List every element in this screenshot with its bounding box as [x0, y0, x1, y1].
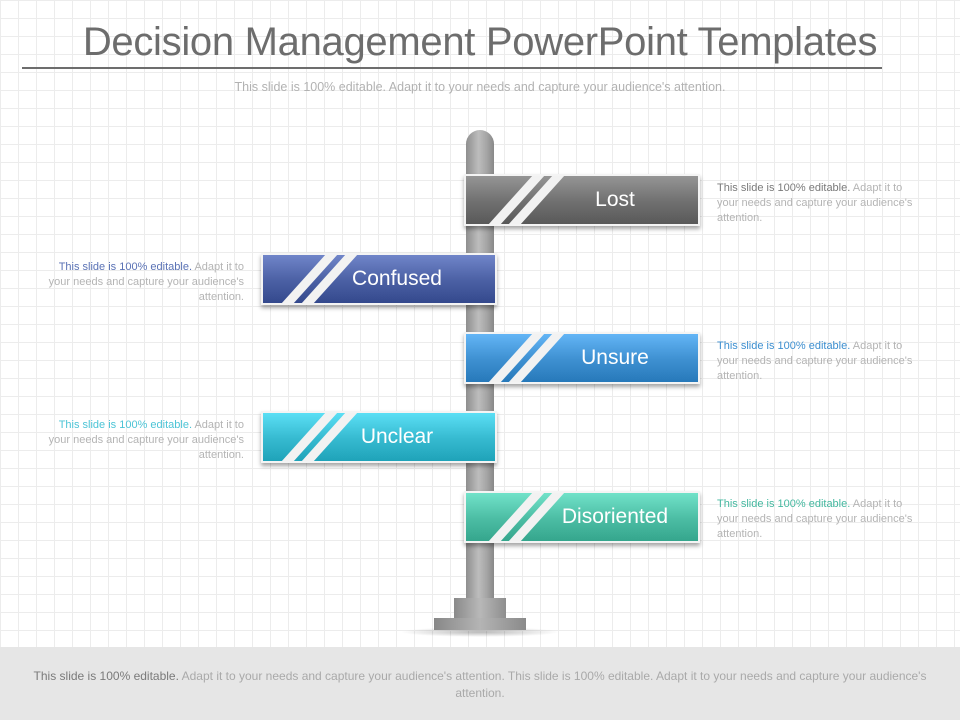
footer-text: This slide is 100% editable. Adapt it to…	[8, 668, 952, 702]
signpost-shadow	[400, 627, 560, 637]
footer-bar: This slide is 100% editable. Adapt it to…	[0, 647, 960, 720]
note-rest: Adapt it to your needs and capture your …	[717, 498, 913, 540]
sign-label: Disoriented	[561, 505, 669, 528]
signpost-base-lower	[434, 618, 526, 630]
note-lost: This slide is 100% editable. Adapt it to…	[717, 181, 917, 226]
note-unsure: This slide is 100% editable. Adapt it to…	[717, 339, 917, 384]
sign-label: Unclear	[360, 425, 434, 448]
page-title: Decision Management PowerPoint Templates	[82, 20, 878, 64]
sign-label: Confused	[352, 267, 442, 290]
note-unclear: This slide is 100% editable. Adapt it to…	[44, 418, 244, 463]
sign-label: Lost	[595, 188, 635, 211]
sign-lost: Lost	[464, 174, 700, 226]
note-lead: This slide is 100% editable.	[58, 419, 192, 431]
note-confused: This slide is 100% editable. Adapt it to…	[44, 260, 244, 305]
note-lead: This slide is 100% editable.	[717, 182, 851, 194]
note-rest: Adapt it to your needs and capture your …	[48, 261, 244, 303]
sign-disoriented: Disoriented	[464, 491, 700, 543]
note-lead: This slide is 100% editable.	[58, 261, 192, 273]
sign-unclear: Unclear	[261, 411, 497, 463]
signpost-base-upper	[454, 598, 506, 620]
note-rest: Adapt it to your needs and capture your …	[717, 340, 913, 382]
footer-rest: Adapt it to your needs and capture your …	[181, 669, 927, 700]
sign-label: Unsure	[581, 346, 649, 369]
title-underline	[22, 67, 882, 69]
note-lead: This slide is 100% editable.	[717, 340, 851, 352]
note-rest: Adapt it to your needs and capture your …	[717, 182, 913, 224]
note-disoriented: This slide is 100% editable. Adapt it to…	[717, 497, 917, 542]
sign-confused: Confused	[261, 253, 497, 305]
note-rest: Adapt it to your needs and capture your …	[48, 419, 244, 461]
page-subtitle: This slide is 100% editable. Adapt it to…	[234, 80, 726, 94]
sign-unsure: Unsure	[464, 332, 700, 384]
note-lead: This slide is 100% editable.	[717, 498, 851, 510]
footer-lead: This slide is 100% editable.	[33, 669, 179, 683]
